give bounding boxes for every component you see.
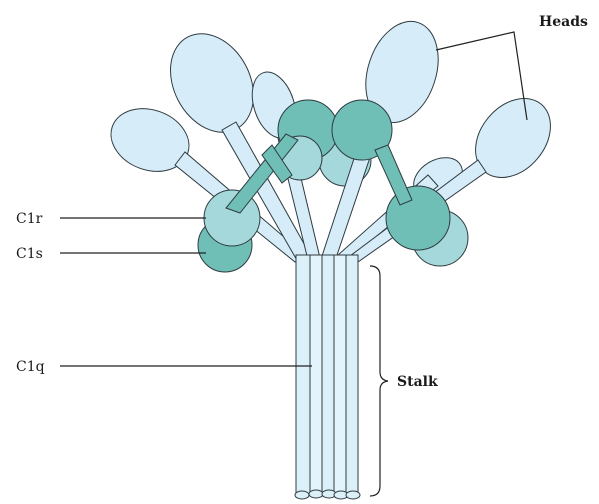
stalk-label: Stalk <box>397 374 438 390</box>
stalk-end-2 <box>309 490 323 498</box>
stalk-strand-5 <box>346 255 358 495</box>
stalk-strand-1 <box>296 255 310 495</box>
c1r-link-right <box>375 145 412 205</box>
c1q-stalk <box>295 255 360 499</box>
heads-label: Heads <box>539 14 588 30</box>
c1r-label: C1r <box>16 211 43 227</box>
c1s-label: C1s <box>16 246 43 262</box>
stalk-end-5 <box>346 491 360 499</box>
stalk-strand-3 <box>322 255 334 495</box>
stalk-strand-2 <box>310 255 322 495</box>
stalk-strand-4 <box>334 255 346 495</box>
stalk-end-1 <box>295 491 309 499</box>
stalk-brace <box>370 266 388 496</box>
c1q-label: C1q <box>16 359 45 375</box>
